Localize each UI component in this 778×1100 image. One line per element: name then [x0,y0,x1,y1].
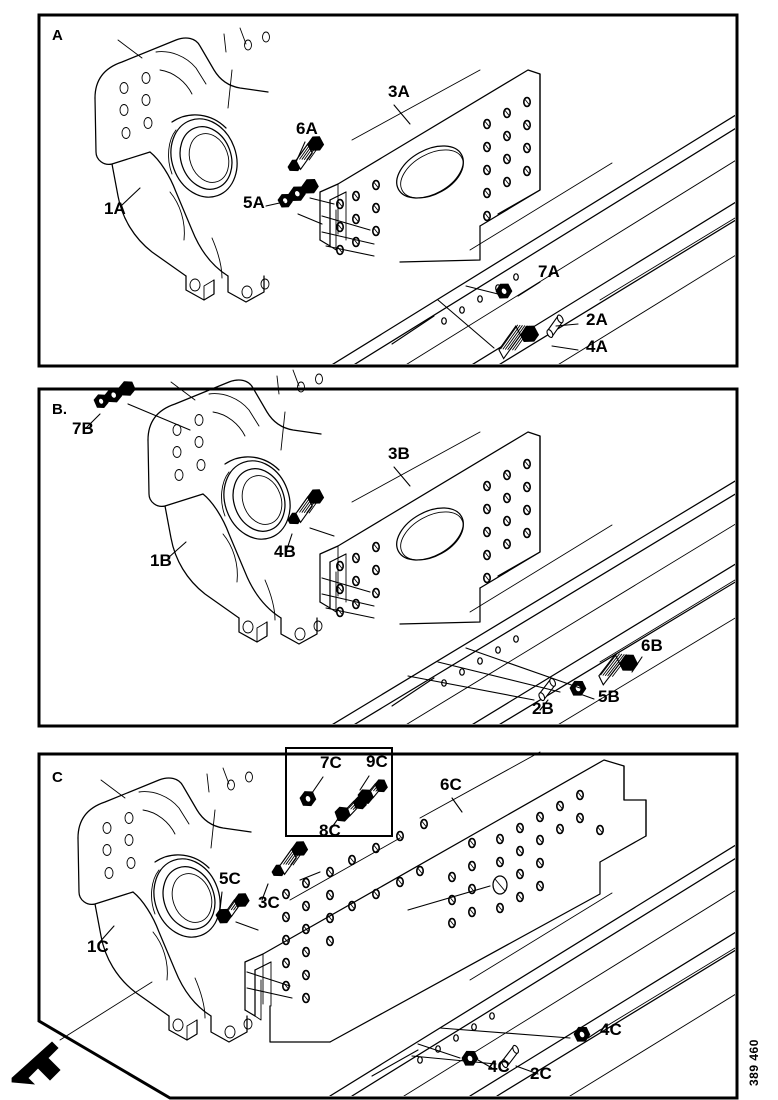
callout-5A: 5A [243,193,265,212]
panel-b: B. [37,369,739,728]
leader-lines-b [85,403,643,711]
part-7A-nut [493,280,515,302]
leader-lines-a [121,104,579,351]
callout-7C: 7C [320,753,342,772]
callout-3B: 3B [388,444,410,463]
callout-4A: 4A [586,337,608,356]
callout-4C-upper: 4C [600,1020,622,1039]
part-3A-bracket-plate [319,69,541,263]
callout-2A: 2A [586,310,608,329]
callout-1C: 1C [87,937,109,956]
part-1A-control-arm [94,27,270,303]
leader-lines-c [97,797,601,1077]
hardware-detail-inset [285,747,393,837]
callout-8C: 8C [319,821,341,840]
part-6C-long-bracket-plate [244,751,647,1043]
part-3B-bracket-plate [319,431,541,625]
panel-c-letter: C [52,769,63,786]
part-6A-bolt [280,133,330,175]
callout-7A: 7A [538,262,560,281]
part-6B-bolt [598,653,639,686]
callout-1A: 1A [104,199,126,218]
part-3C-bolt [264,838,314,880]
callout-6C: 6C [440,775,462,794]
part-7C-nut [297,788,318,809]
part-1C-control-arm [77,767,253,1043]
part-2A-sleeve [541,313,569,339]
part-5A-stud-assembly [277,178,319,208]
part-5C-bolt [215,893,250,924]
callout-2C: 2C [530,1064,552,1083]
callout-7B: 7B [72,419,94,438]
callout-9C: 9C [366,752,388,771]
callout-1B: 1B [150,551,172,570]
callout-4B: 4B [274,542,296,561]
part-1B-control-arm [147,369,323,645]
panel-b-letter: B. [52,401,67,418]
panel-c: C [37,747,739,1100]
callout-3C: 3C [258,893,280,912]
callout-6B: 6B [641,636,663,655]
drawing-number-text: 389 460 [747,1039,761,1086]
callout-3A: 3A [388,82,410,101]
part-4C-nut-upper [571,1023,593,1045]
part-7B-stud-assembly [93,381,136,409]
part-4A-bolt [498,324,540,360]
panel-a-letter: A [52,27,63,44]
callout-6A: 6A [296,119,318,138]
drawing-number: 389 460 [747,1039,761,1086]
callout-4C-lower: 4C [488,1057,510,1076]
panel-a: A [37,13,739,368]
callout-5C: 5C [219,869,241,888]
forward-direction-arrow [11,1041,61,1085]
part-9C-bolt [357,779,388,804]
callout-2B: 2B [532,699,554,718]
callout-5B: 5B [598,687,620,706]
